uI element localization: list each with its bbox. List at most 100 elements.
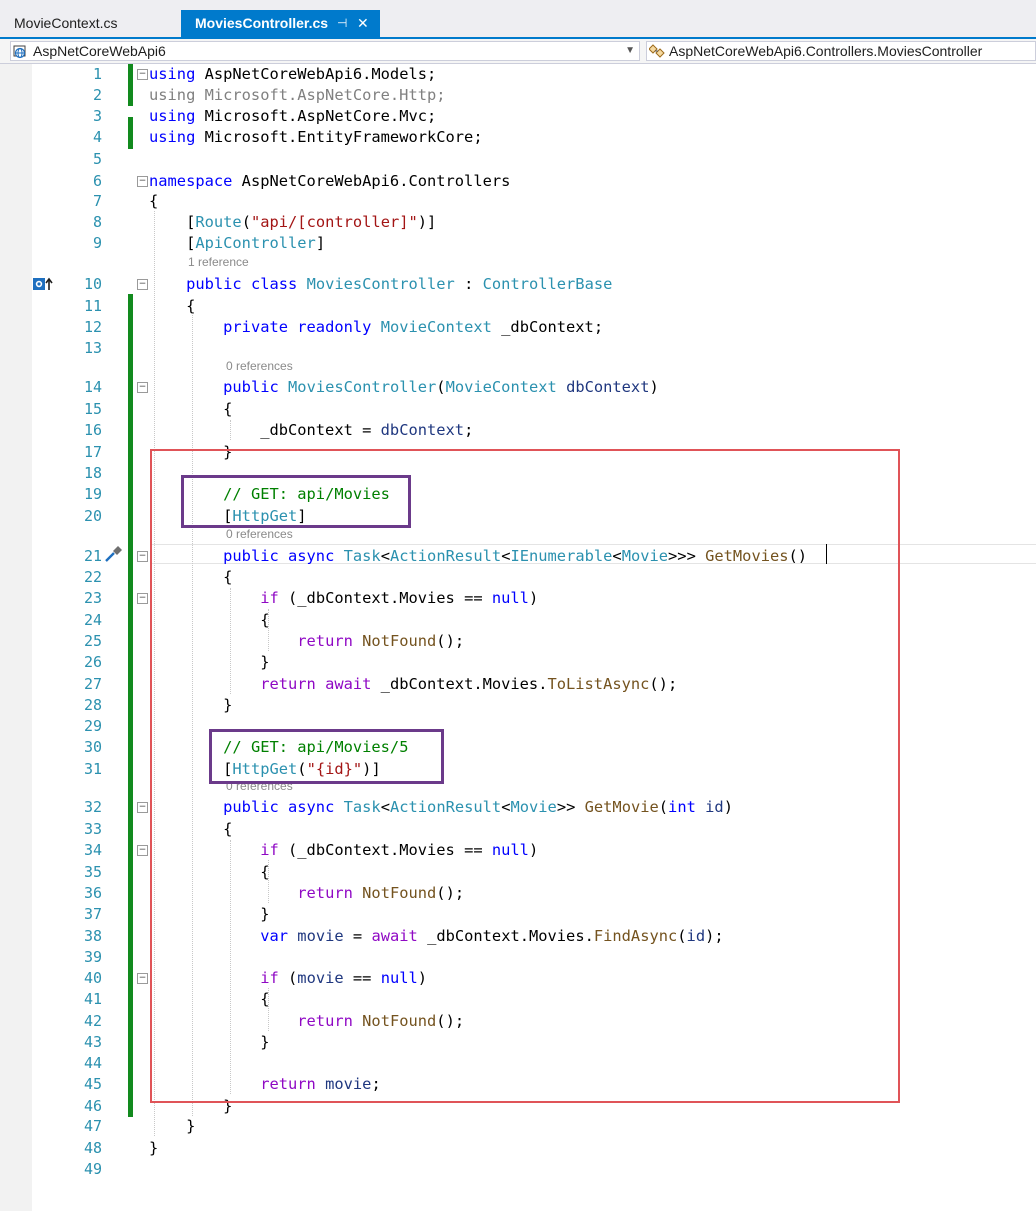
code-token: )] (362, 760, 381, 778)
code-token: ( (241, 213, 251, 231)
code-line: } (149, 442, 232, 462)
line-number: 3 (92, 107, 102, 125)
line-number: 35 (83, 863, 102, 881)
code-line: public MoviesController(MovieContext dbC… (149, 377, 659, 397)
code-token: _dbContext = (149, 421, 381, 439)
code-token: = (343, 927, 372, 945)
code-line: { (149, 399, 232, 419)
line-number: 41 (83, 990, 102, 1008)
code-token: ) (528, 589, 539, 607)
code-line: if (_dbContext.Movies == null) (149, 588, 538, 608)
highlight-box-httpget-id (209, 729, 444, 784)
collapse-region-icon[interactable]: − (137, 845, 148, 856)
code-line: { (149, 567, 232, 587)
code-token: >> (556, 798, 585, 816)
project-globe-icon (13, 45, 26, 59)
code-token: if (260, 589, 279, 607)
line-number: 9 (92, 234, 102, 252)
code-token: dbContext (566, 378, 650, 396)
code-token: ; (371, 1075, 381, 1093)
code-line: return NotFound(); (149, 883, 464, 903)
tab-moviecontext[interactable]: MovieContext.cs (0, 10, 178, 37)
code-token: HttpGet (232, 507, 298, 525)
code-token: [ (149, 234, 196, 252)
code-line: // GET: api/Movies (149, 484, 390, 504)
code-token: return await (260, 675, 372, 693)
code-token: public (223, 378, 279, 396)
code-token: } (149, 653, 270, 671)
implementation-glyph-icon[interactable] (32, 277, 54, 291)
project-dropdown[interactable]: AspNetCoreWebApi6 ▼ (10, 41, 640, 61)
code-token: public async (223, 547, 335, 565)
code-token: ( (677, 927, 687, 945)
collapse-region-icon[interactable]: − (137, 593, 148, 604)
line-number: 33 (83, 820, 102, 838)
code-line: return NotFound(); (149, 1011, 464, 1031)
line-number: 36 (83, 884, 102, 902)
code-token: private readonly (223, 318, 372, 336)
code-token: [ (149, 507, 233, 525)
tab-moviescontroller[interactable]: MoviesController.cs ⊣ ✕ (181, 10, 380, 37)
code-token (149, 318, 223, 336)
indent-guide (154, 211, 155, 1136)
codelens-references-link[interactable]: 0 references (226, 359, 293, 373)
code-token: { (149, 990, 270, 1008)
code-token: using Microsoft.AspNetCore.Http; (149, 86, 446, 104)
code-token: using (149, 128, 196, 146)
code-line: } (149, 904, 269, 924)
code-line: using Microsoft.AspNetCore.Mvc; (149, 106, 436, 126)
active-tab-underline (0, 37, 1036, 39)
collapse-region-icon[interactable]: − (137, 973, 148, 984)
close-icon[interactable]: ✕ (357, 15, 369, 31)
code-line: { (149, 989, 269, 1009)
code-token: // GET: api/Movies (223, 485, 390, 503)
line-number: 20 (83, 507, 102, 525)
code-token: } (149, 905, 270, 923)
code-line: [ApiController] (149, 233, 325, 253)
collapse-region-icon[interactable]: − (137, 382, 148, 393)
codelens-references-link[interactable]: 0 references (226, 527, 293, 541)
code-token: == (343, 969, 381, 987)
collapse-region-icon[interactable]: − (137, 802, 148, 813)
navigation-bar: AspNetCoreWebApi6 ▼ AspNetCoreWebApi6.Co… (0, 39, 1036, 64)
change-marker (128, 117, 133, 149)
line-number: 24 (83, 611, 102, 629)
code-token: (); (436, 884, 465, 902)
code-line: { (149, 819, 232, 839)
code-token: null (491, 841, 529, 859)
code-line: return movie; (149, 1074, 381, 1094)
code-token: id (705, 798, 724, 816)
collapse-region-icon[interactable]: − (137, 279, 148, 290)
code-line: private readonly MovieContext _dbContext… (149, 317, 603, 337)
code-token: if (260, 969, 279, 987)
code-token: ] (297, 507, 307, 525)
codelens-references-link[interactable]: 1 reference (188, 255, 249, 269)
code-line: _dbContext = dbContext; (149, 420, 473, 440)
code-token: ( (658, 798, 669, 816)
code-token: MoviesController (306, 275, 455, 293)
code-line: { (149, 191, 158, 211)
code-token: AspNetCoreWebApi6.Models; (195, 65, 437, 83)
code-token: null (491, 589, 529, 607)
code-token: Microsoft.EntityFrameworkCore; (195, 128, 483, 146)
collapse-region-icon[interactable]: − (137, 551, 148, 562)
code-token: < (380, 547, 390, 565)
line-number: 14 (83, 378, 102, 396)
class-scope-dropdown[interactable]: AspNetCoreWebApi6.Controllers.MoviesCont… (646, 41, 1036, 61)
code-token: ActionResult (389, 547, 502, 565)
line-number: 49 (83, 1160, 102, 1178)
code-token: < (612, 547, 622, 565)
line-number: 34 (83, 841, 102, 859)
code-token: movie (325, 1075, 372, 1093)
code-token: MoviesController (288, 378, 437, 396)
line-number: 45 (83, 1075, 102, 1093)
collapse-region-icon[interactable]: − (137, 176, 148, 187)
collapse-region-icon[interactable]: − (137, 69, 148, 80)
line-number: 47 (83, 1117, 102, 1135)
code-token: ; (464, 421, 474, 439)
code-token: ) (528, 841, 539, 859)
screwdriver-icon[interactable] (103, 545, 123, 563)
code-token: IEnumerable (510, 547, 613, 565)
pin-icon[interactable]: ⊣ (337, 16, 348, 30)
